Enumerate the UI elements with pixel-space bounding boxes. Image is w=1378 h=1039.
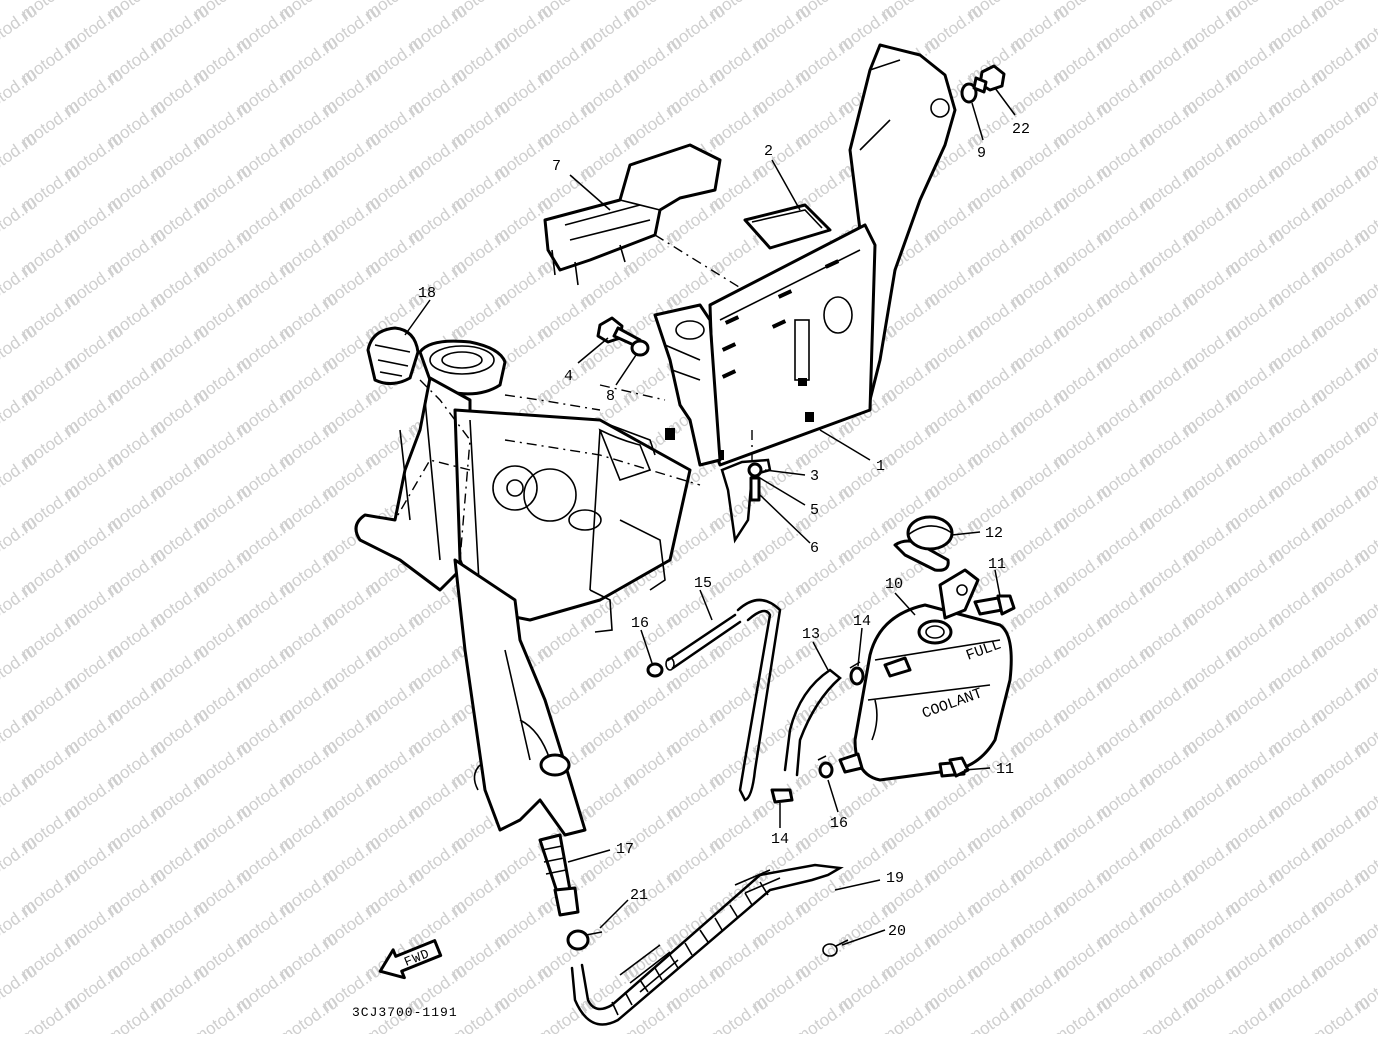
watermark-text: motod.ru bbox=[0, 961, 40, 1015]
screw-part-11-lower bbox=[938, 756, 970, 778]
callout-4: 5 bbox=[810, 502, 819, 519]
callout-14-upper: 14 bbox=[853, 613, 871, 630]
hose-part-13 bbox=[783, 668, 842, 777]
callout-9: 9 bbox=[977, 145, 986, 162]
coolant-reservoir-part-10: FULL COOLANT bbox=[838, 568, 1013, 782]
cover-part-7 bbox=[543, 143, 761, 301]
callout-11-lower: 11 bbox=[996, 761, 1014, 778]
callout-2: 2 bbox=[764, 143, 773, 160]
callout-16-upper: 16 bbox=[631, 615, 649, 632]
callout-18: 18 bbox=[418, 285, 436, 302]
washer-part-8 bbox=[630, 339, 650, 357]
watermark-text: motod.ru bbox=[0, 705, 40, 759]
clamp-part-14-lower bbox=[770, 788, 794, 804]
frame bbox=[354, 339, 701, 837]
clamp-part-21 bbox=[566, 929, 603, 951]
watermark-text: motod.ru bbox=[1049, 993, 1115, 1034]
watermark-text: motod.ru bbox=[0, 897, 40, 951]
callout-5: 6 bbox=[810, 540, 819, 557]
callout-21: 21 bbox=[630, 887, 648, 904]
callout-labels: 7 2 18 4 8 9 22 1 3 5 6 12 11 10 11 15 1… bbox=[418, 121, 1030, 940]
fitting-part-17 bbox=[538, 833, 580, 917]
watermark-text: motod.ru bbox=[0, 257, 40, 311]
callout-8: 8 bbox=[606, 388, 615, 405]
watermark-text: motod.ru bbox=[275, 993, 341, 1034]
watermark-text: motod.ru bbox=[533, 993, 599, 1034]
figure-code: 3CJ3700-1191 bbox=[352, 1005, 458, 1020]
watermark-text: motod.ru bbox=[705, 993, 771, 1034]
watermark-text: motod.ru bbox=[1307, 993, 1373, 1034]
hose-part-19 bbox=[570, 863, 844, 1026]
watermark-text: motod.ru bbox=[0, 193, 40, 247]
watermark-text: motod.ru bbox=[103, 993, 169, 1034]
callout-13: 13 bbox=[802, 626, 820, 643]
callout-22: 22 bbox=[1012, 121, 1030, 138]
watermark-text: motod.ru bbox=[0, 641, 40, 695]
callout-17: 17 bbox=[616, 841, 634, 858]
screw-part-11-upper bbox=[973, 594, 1016, 616]
watermark-text: motod.ru bbox=[0, 833, 40, 887]
callout-16-lower: 16 bbox=[830, 815, 848, 832]
clamp-part-14-upper bbox=[849, 661, 865, 686]
watermark-text: motod.ru bbox=[877, 993, 943, 1034]
washer-part-9 bbox=[960, 82, 978, 104]
watermark-text: motod.ru bbox=[0, 577, 40, 631]
callout-6: 4 bbox=[564, 368, 573, 385]
watermark-text: motod.ru bbox=[0, 513, 40, 567]
hardware-parts-3-4-5 bbox=[720, 430, 772, 544]
watermark-text: motod.ru bbox=[1135, 993, 1201, 1034]
watermark-text: motod.ru bbox=[0, 449, 40, 503]
watermark-text: motod.ru bbox=[791, 993, 857, 1034]
watermark-text: motod.ru bbox=[17, 993, 83, 1034]
clamp-part-16-lower bbox=[817, 755, 834, 779]
leader-lines bbox=[404, 87, 1016, 946]
callout-14-lower: 14 bbox=[771, 831, 789, 848]
reservoir-cap-part-12 bbox=[893, 515, 954, 572]
callout-11-upper: 11 bbox=[988, 556, 1006, 573]
clamp-part-16-upper bbox=[646, 662, 664, 678]
callout-19: 19 bbox=[886, 870, 904, 887]
watermark-text: motod.ru bbox=[0, 65, 40, 119]
watermark-text: motod.ru bbox=[189, 993, 255, 1034]
watermark-text: motod.ru bbox=[0, 385, 40, 439]
watermark-text: motod.ru bbox=[1221, 993, 1287, 1034]
pad-part-2 bbox=[743, 203, 832, 250]
callout-1: 1 bbox=[876, 458, 885, 475]
callout-10: 10 bbox=[885, 576, 903, 593]
callout-12: 12 bbox=[985, 525, 1003, 542]
watermark-text: motod.ru bbox=[0, 769, 40, 823]
bolt-part-22 bbox=[972, 64, 1006, 94]
watermark-text: motod.ru bbox=[963, 993, 1029, 1034]
watermark-text: motod.ru bbox=[0, 321, 40, 375]
callout-15: 15 bbox=[694, 575, 712, 592]
radiator-filler-cap bbox=[366, 326, 420, 385]
watermark-text: motod.ru bbox=[0, 129, 40, 183]
hose-part-15 bbox=[665, 598, 782, 802]
clamp-part-20 bbox=[822, 939, 849, 957]
callout-20: 20 bbox=[888, 923, 906, 940]
callout-3: 3 bbox=[810, 468, 819, 485]
bracket-part-1 bbox=[599, 43, 957, 467]
callout-7: 7 bbox=[552, 158, 561, 175]
watermark-text: motod.ru bbox=[0, 1, 40, 55]
bolt-part-6 bbox=[596, 316, 642, 348]
